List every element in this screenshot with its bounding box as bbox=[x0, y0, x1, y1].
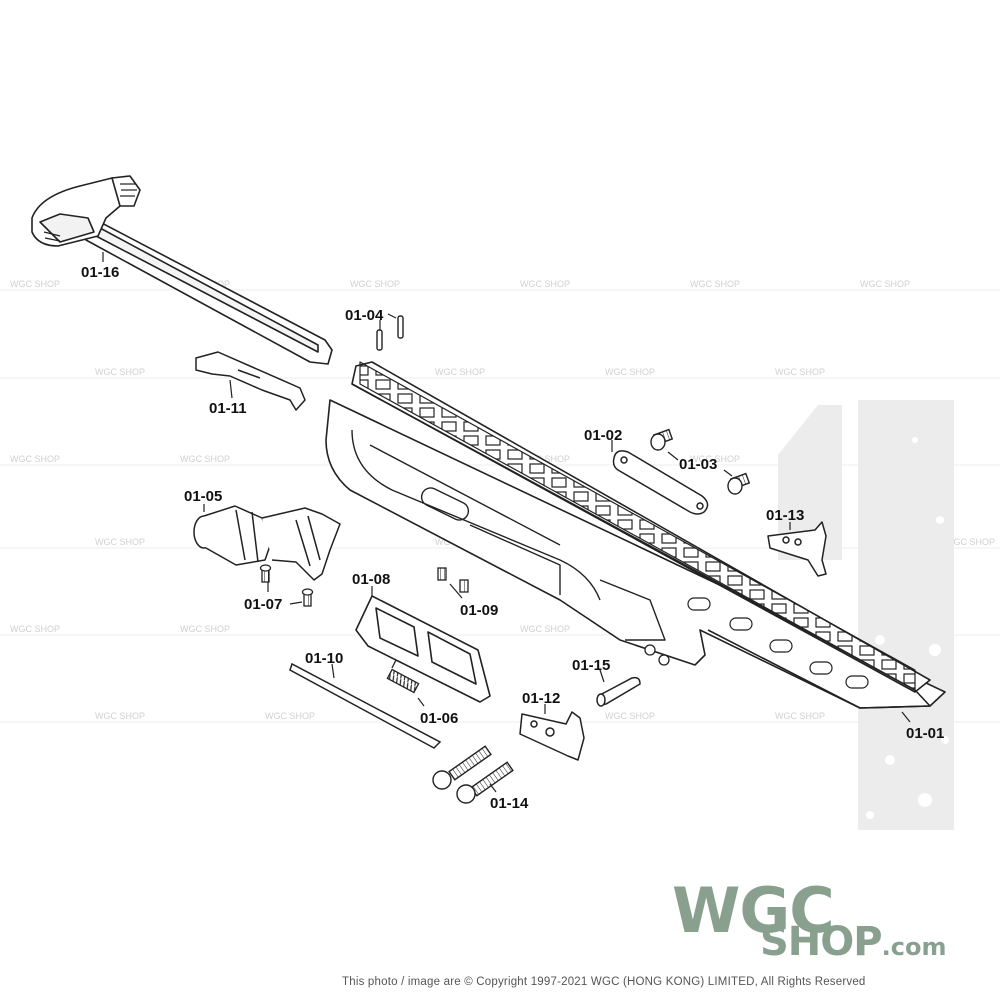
svg-text:WGC SHOP: WGC SHOP bbox=[690, 454, 740, 464]
shop-logo: SHOP.com bbox=[760, 922, 946, 962]
svg-text:WGC SHOP: WGC SHOP bbox=[180, 454, 230, 464]
watermark-text: WGC SHOP WGC SHOP WGC SHOP WGC SHOP WGC … bbox=[10, 279, 995, 721]
label-01-04: 01-04 bbox=[345, 307, 384, 324]
charging-handle bbox=[31, 175, 333, 365]
small-pins bbox=[376, 315, 404, 351]
svg-text:WGC SHOP: WGC SHOP bbox=[180, 624, 230, 634]
label-01-03: 01-03 bbox=[679, 456, 717, 473]
svg-text:WGC SHOP: WGC SHOP bbox=[95, 711, 145, 721]
svg-text:WGC SHOP: WGC SHOP bbox=[690, 279, 740, 289]
assembly-01-05 bbox=[193, 505, 341, 581]
svg-text:WGC SHOP: WGC SHOP bbox=[860, 279, 910, 289]
svg-text:WGC SHOP: WGC SHOP bbox=[945, 537, 995, 547]
shop-logo-text: SHOP bbox=[760, 919, 883, 965]
svg-text:WGC SHOP: WGC SHOP bbox=[95, 537, 145, 547]
dust-cover bbox=[355, 595, 491, 703]
upper-receiver bbox=[325, 361, 946, 709]
svg-text:WGC SHOP: WGC SHOP bbox=[435, 367, 485, 377]
screws-01-07 bbox=[259, 564, 314, 607]
grunge-number-graphic bbox=[778, 400, 954, 830]
screws-01-03 bbox=[650, 428, 751, 495]
svg-text:WGC SHOP: WGC SHOP bbox=[10, 454, 60, 464]
label-01-07: 01-07 bbox=[244, 596, 282, 613]
label-01-13: 01-13 bbox=[766, 507, 804, 524]
label-01-01: 01-01 bbox=[906, 725, 944, 742]
svg-text:WGC SHOP: WGC SHOP bbox=[265, 711, 315, 721]
rod bbox=[289, 662, 442, 749]
label-01-05: 01-05 bbox=[184, 488, 222, 505]
link-bar bbox=[612, 450, 709, 515]
svg-text:WGC SHOP: WGC SHOP bbox=[775, 367, 825, 377]
svg-text:WGC SHOP: WGC SHOP bbox=[775, 711, 825, 721]
label-01-08: 01-08 bbox=[352, 571, 390, 588]
label-01-10: 01-10 bbox=[305, 650, 343, 667]
label-01-12: 01-12 bbox=[522, 690, 560, 707]
latch-part bbox=[195, 351, 306, 411]
label-01-16: 01-16 bbox=[81, 264, 119, 281]
svg-text:WGC SHOP: WGC SHOP bbox=[520, 279, 570, 289]
svg-text:WGC SHOP: WGC SHOP bbox=[10, 279, 60, 289]
label-01-14: 01-14 bbox=[490, 795, 529, 812]
svg-text:WGC SHOP: WGC SHOP bbox=[10, 624, 60, 634]
bracket-01-13 bbox=[767, 521, 827, 577]
label-01-15: 01-15 bbox=[572, 657, 610, 674]
svg-text:WGC SHOP: WGC SHOP bbox=[605, 367, 655, 377]
block-01-12 bbox=[519, 711, 585, 761]
leader-lines bbox=[102, 252, 911, 793]
svg-text:WGC SHOP: WGC SHOP bbox=[350, 279, 400, 289]
spring bbox=[386, 659, 420, 694]
svg-text:WGC SHOP: WGC SHOP bbox=[605, 711, 655, 721]
screws-01-09 bbox=[437, 567, 469, 593]
label-01-11: 01-11 bbox=[209, 400, 247, 417]
svg-text:WGC SHOP: WGC SHOP bbox=[95, 367, 145, 377]
wgc-logo: WGC bbox=[672, 874, 835, 947]
label-01-02: 01-02 bbox=[584, 427, 622, 444]
svg-text:WGC SHOP: WGC SHOP bbox=[520, 454, 570, 464]
label-01-06: 01-06 bbox=[420, 710, 458, 727]
label-01-09: 01-09 bbox=[460, 602, 498, 619]
svg-text:WGC SHOP: WGC SHOP bbox=[520, 624, 570, 634]
shop-logo-suffix: .com bbox=[881, 933, 947, 961]
pin-01-15 bbox=[596, 676, 641, 707]
screws-01-14 bbox=[432, 745, 514, 804]
copyright-notice: This photo / image are © Copyright 1997-… bbox=[342, 976, 866, 988]
part-labels: 01-16 01-04 01-11 01-02 01-03 01-13 01-0… bbox=[81, 264, 944, 812]
